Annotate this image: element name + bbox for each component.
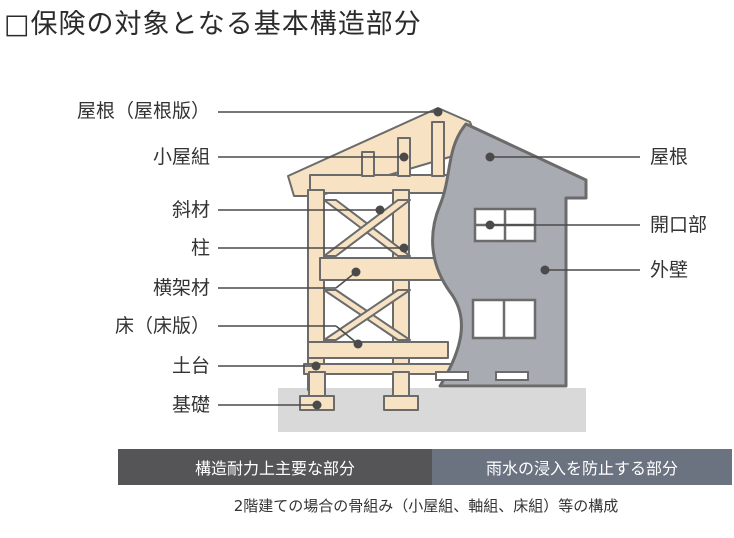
label-koyagumi: 小屋組: [152, 146, 210, 168]
leader-dots: [311, 107, 550, 410]
footing-right: [383, 395, 419, 411]
label-yane: 屋根: [650, 146, 689, 168]
sill: [303, 363, 455, 375]
brace-upper-2: [323, 199, 411, 257]
dot-kiso: [312, 400, 322, 410]
dot-yane-ita: [433, 107, 443, 117]
label-kiso: 基礎: [171, 394, 210, 416]
exterior-wall: [431, 122, 588, 388]
legend-structural-text: 構造耐力上主要な部分: [194, 459, 355, 478]
footing-right-post: [392, 371, 410, 399]
wall-vents: [435, 371, 529, 381]
mid-beam: [319, 257, 453, 281]
floor-plate: [307, 341, 449, 359]
wood-frame: [287, 107, 481, 411]
caption: 2階建ての場合の骨組み（小屋組、軸組、床組）等の構成: [233, 497, 619, 515]
page-title: □保険の対象となる基本構造部分: [4, 9, 422, 40]
dot-dodai: [311, 361, 321, 371]
footing-left-post: [308, 371, 326, 399]
label-hashira: 柱: [190, 237, 210, 259]
truss-post-1: [361, 151, 375, 177]
dot-yuka: [353, 339, 363, 349]
label-dodai: 土台: [171, 355, 210, 377]
dot-yane: [485, 152, 495, 162]
dot-hashira: [399, 243, 409, 253]
brace-lower-2: [323, 289, 411, 341]
label-yuka: 床（床版）: [114, 315, 210, 337]
dot-oukazai: [351, 267, 361, 277]
legend-rainwater: 雨水の浸入を防止する部分: [432, 449, 732, 485]
label-oukazai: 横架材: [152, 277, 210, 299]
legend-structural: 構造耐力上主要な部分: [118, 449, 432, 485]
leader-lines: [218, 111, 640, 406]
label-gaiheki: 外壁: [650, 259, 689, 281]
dot-koyagumi: [399, 152, 409, 162]
label-shazai: 斜材: [171, 199, 210, 221]
legend-rainwater-text: 雨水の浸入を防止する部分: [485, 459, 678, 478]
dot-kaikoubu: [485, 220, 495, 230]
dot-gaiheki: [540, 265, 550, 275]
label-kaikoubu: 開口部: [650, 214, 708, 236]
truss-post-3: [431, 121, 445, 177]
dot-shazai: [375, 205, 385, 215]
label-yane-ita: 屋根（屋根版）: [76, 100, 210, 122]
column-left: [307, 189, 325, 391]
attic-beam: [309, 174, 451, 194]
window-lower: [471, 298, 537, 340]
